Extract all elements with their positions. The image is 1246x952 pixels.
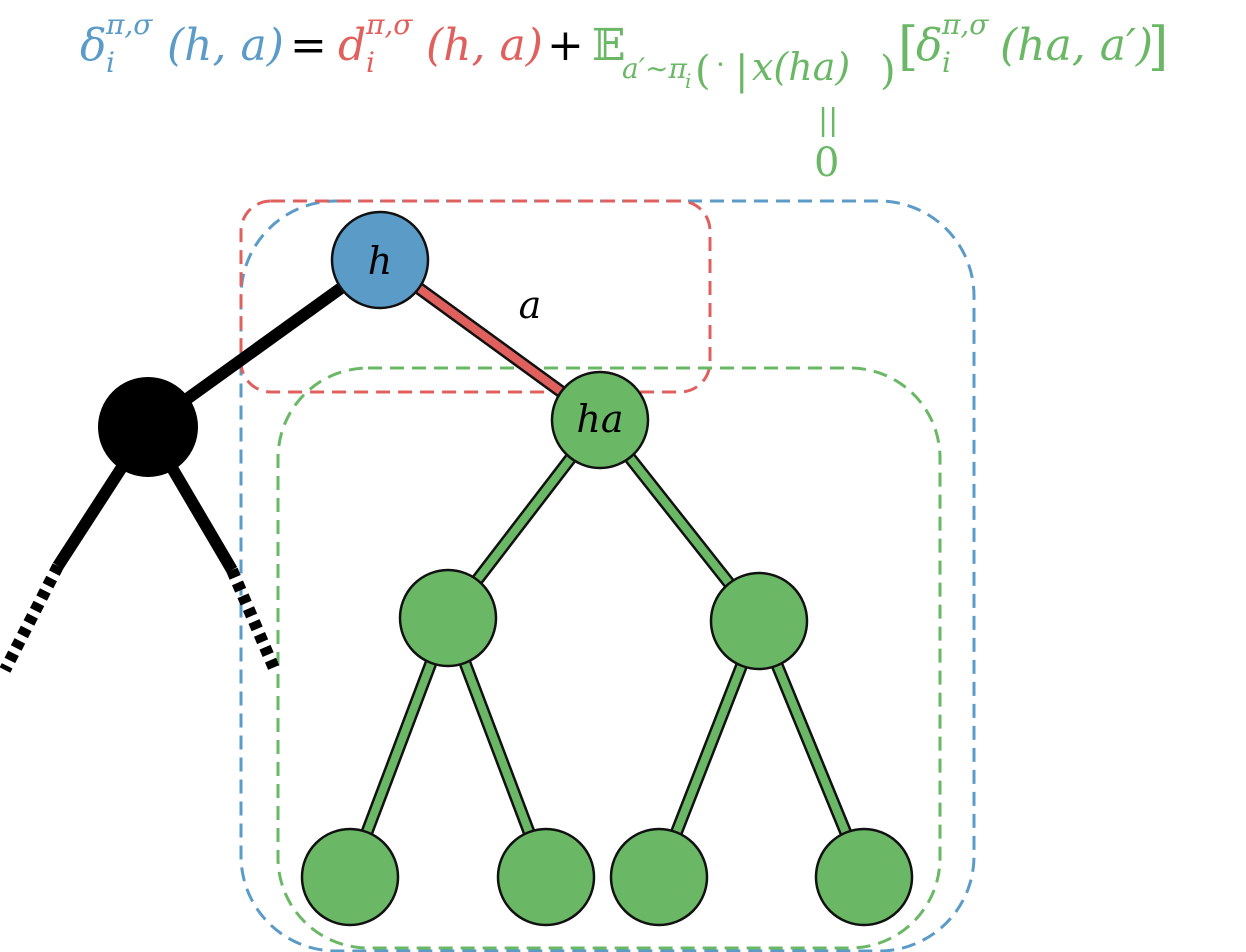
left-bracket: [ — [898, 17, 918, 77]
lhs-subscript: i — [106, 46, 115, 79]
node-leaf-4 — [814, 827, 914, 927]
black-edges — [0, 255, 384, 676]
expectation-sub-close-paren: ) — [880, 48, 896, 94]
term1-superscript: π,σ — [365, 8, 413, 41]
equals-sign: = — [290, 20, 327, 71]
edge-black-right-dotted — [226, 567, 282, 676]
expectation-term: 𝔼 a′∼π i ( · | x(ha) ) [ δ π,σ i (ha, a′… — [592, 8, 1168, 186]
term1-d: d — [338, 20, 366, 71]
node-leaf-2 — [496, 827, 596, 927]
expectation-sub-variable: a′∼π — [622, 52, 688, 85]
equation: δ π,σ i (h, a) = d π,σ i (h, a) + 𝔼 a′∼π… — [80, 8, 1168, 186]
node-mid-right — [709, 571, 809, 671]
node-leaf-1 — [300, 827, 400, 927]
nodes — [98, 210, 914, 927]
immediate-term: d π,σ i (h, a) — [338, 8, 543, 79]
lhs-superscript: π,σ — [105, 8, 153, 41]
node-leaf-3 — [609, 827, 709, 927]
lhs-args: (h, a) — [167, 20, 284, 71]
node-ha-label: ha — [576, 397, 623, 441]
node-h-label: h — [368, 239, 392, 283]
expectation-sub-policy-index: i — [685, 69, 691, 93]
term2-subscript: i — [942, 46, 951, 79]
edge-black-left-dotted — [0, 563, 64, 673]
node-h — [330, 210, 430, 310]
zero-value: 0 — [814, 140, 839, 186]
term2-delta: δ — [916, 20, 943, 71]
node-ha — [550, 370, 650, 470]
expectation-sub-open-paren: ( — [695, 48, 711, 94]
equals-rotated: || — [818, 103, 838, 138]
right-bracket: ] — [1148, 17, 1168, 77]
expectation-sub-dot: · — [716, 48, 725, 81]
green-region-outline — [276, 366, 942, 950]
lhs-term: δ π,σ i (h, a) — [80, 8, 284, 79]
node-black — [98, 377, 198, 477]
term2-args: (ha, a′) — [1000, 20, 1153, 71]
edge-a-label: a — [519, 283, 542, 327]
expectation-sub-info-set: x(ha) — [752, 45, 850, 89]
node-mid-left — [398, 568, 498, 668]
lhs-delta: δ — [80, 20, 107, 71]
term2-superscript: π,σ — [941, 8, 989, 41]
expectation-sub-bar: | — [735, 48, 748, 94]
plus-sign: + — [547, 20, 584, 71]
term1-subscript: i — [366, 46, 375, 79]
red-region-outline — [239, 199, 712, 394]
term1-args: (h, a) — [426, 20, 543, 71]
expectation-symbol: 𝔼 — [592, 20, 626, 71]
